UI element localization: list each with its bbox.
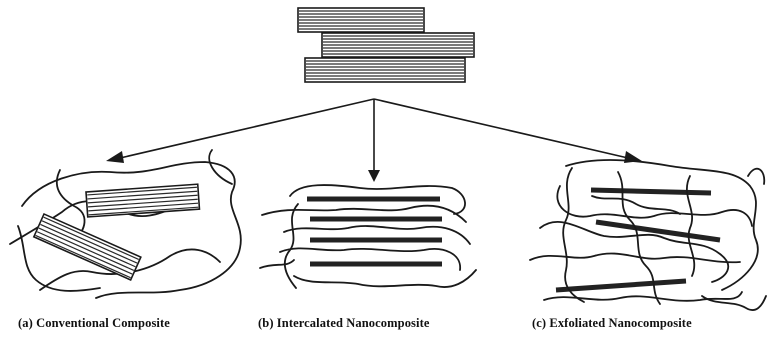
polymer-chain	[592, 196, 680, 214]
silicate-block-middle	[322, 33, 474, 57]
caption-intercalated-nanocomposite: (b) Intercalated Nanocomposite	[258, 316, 430, 331]
silicate-block-top	[298, 8, 424, 32]
intercalated-nanocomposite-drawing	[260, 185, 476, 288]
polymer-chain	[530, 253, 740, 262]
arrowhead-conventional	[106, 151, 124, 163]
arrow-to-conventional	[120, 99, 374, 158]
polymer-chain	[285, 204, 298, 288]
caption-exfoliated-nanocomposite: (c) Exfoliated Nanocomposite	[532, 316, 692, 331]
silicate-block-bottom	[305, 58, 465, 82]
arrowhead-intercalated	[368, 170, 380, 182]
polymer-chain	[209, 150, 232, 184]
silicate-stack	[86, 184, 199, 217]
silicate-sheet	[591, 190, 711, 193]
polymer-chain	[563, 168, 584, 302]
polymer-chain	[260, 260, 294, 268]
polymer-chain	[566, 160, 758, 290]
arrow-to-exfoliated	[374, 99, 628, 158]
polymer-chain	[540, 222, 728, 282]
caption-conventional-composite: (a) Conventional Composite	[18, 316, 170, 331]
arrows	[106, 99, 642, 182]
silicate-sheet	[556, 281, 686, 290]
polymer-chain	[294, 270, 476, 287]
silicate-stack	[34, 214, 141, 280]
polymer-chain	[280, 248, 460, 270]
polymer-chain	[748, 169, 764, 184]
conventional-composite-drawing	[10, 150, 241, 298]
layered-silicate-stack	[298, 8, 474, 82]
exfoliated-nanocomposite-drawing	[530, 160, 766, 310]
